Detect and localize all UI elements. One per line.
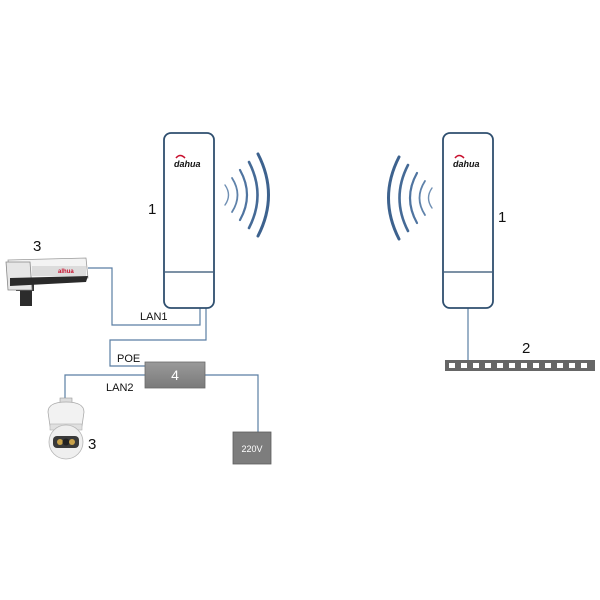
bullet-camera-number: 3: [33, 238, 41, 255]
left-bridge: dahua: [163, 132, 215, 309]
poe-label: POE: [117, 353, 140, 365]
left-bridge-number: 1: [148, 201, 156, 218]
right-bridge-number: 1: [498, 209, 506, 226]
wire-injector-dome: [64, 374, 145, 400]
lan1-label: LAN1: [140, 311, 168, 323]
dome-camera-number: 3: [88, 436, 96, 453]
poe-injector-number: 4: [171, 367, 179, 383]
dome-camera-icon: [47, 397, 85, 460]
bullet-camera-icon: alhua: [5, 257, 89, 306]
lan2-label: LAN2: [106, 382, 134, 394]
switch-icon: [445, 360, 595, 371]
switch-number: 2: [522, 340, 530, 357]
right-bridge: dahua: [442, 132, 494, 309]
bullet-camera-brand: alhua: [58, 269, 74, 275]
wire-bridge-poe: [109, 308, 207, 367]
wires: [64, 267, 469, 432]
poe-injector: 4: [144, 361, 206, 389]
right-bridge-brand: dahua: [453, 159, 480, 169]
dahua-logo-icon: dahua: [453, 154, 480, 169]
signal-waves-right-icon: [387, 155, 433, 241]
dahua-logo-icon: dahua: [174, 154, 201, 169]
wire-camera-lan1: [88, 267, 201, 326]
wire-injector-psu: [205, 374, 259, 432]
power-supply-label: 220V: [241, 444, 262, 454]
power-supply: 220V: [232, 431, 272, 465]
left-bridge-brand: dahua: [174, 159, 201, 169]
signal-waves-left-icon: [224, 152, 270, 238]
